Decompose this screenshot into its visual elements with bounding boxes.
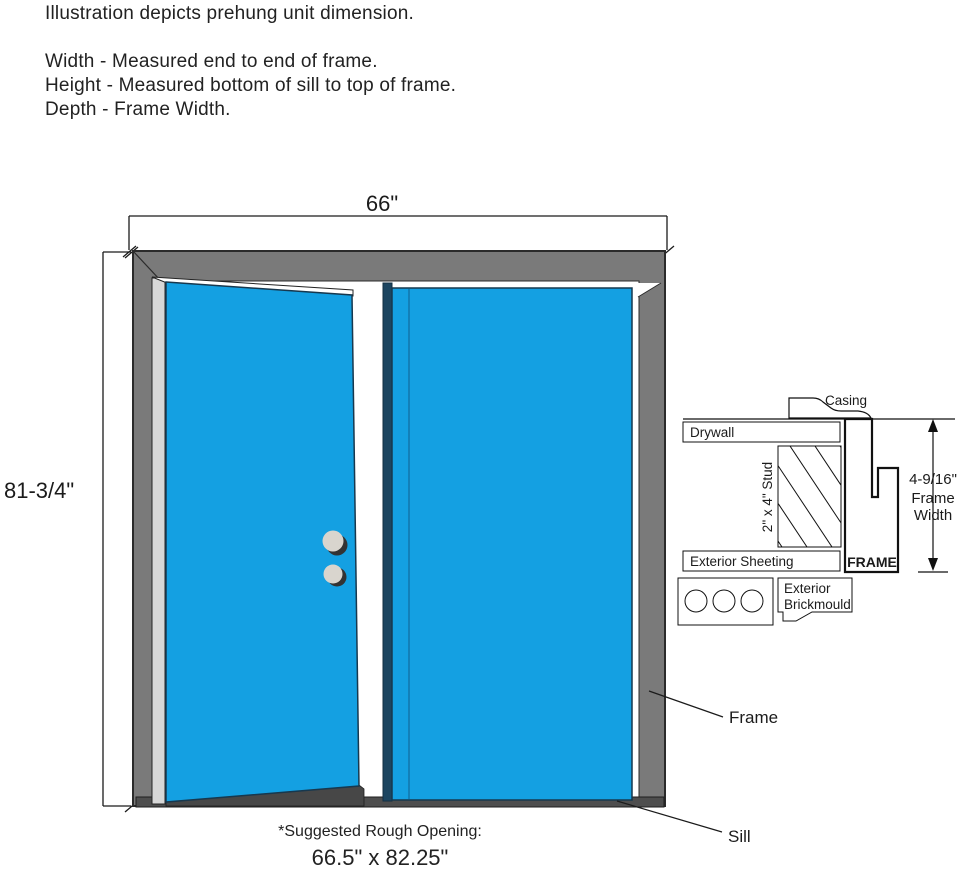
- stud-box: [777, 445, 842, 548]
- right-door-meeting-stile: [382, 282, 393, 802]
- frame-profile-label: FRAME: [847, 554, 897, 570]
- stud-hatch: [778, 446, 841, 547]
- brickmould-line2: Brickmould: [784, 597, 851, 612]
- casing-profile: [788, 397, 872, 419]
- brickmould-circle: [712, 589, 736, 613]
- height-definition-text: Height - Measured bottom of sill to top …: [45, 75, 457, 96]
- rough-opening-value: 66.5" x 82.25": [311, 845, 449, 870]
- frame-width-value: 4-9/16": [909, 471, 957, 488]
- illustration-title: Illustration depicts prehung unit dimens…: [45, 3, 414, 24]
- rough-opening-label: *Suggested Rough Opening:: [278, 823, 482, 840]
- sill-label: Sill: [728, 827, 751, 846]
- brickmould-circle: [740, 589, 764, 613]
- casing-label: Casing: [825, 393, 867, 408]
- exterior-sheeting-box: [682, 550, 841, 572]
- frame-corner-bevel: [132, 250, 162, 282]
- brickmould-callout: [777, 577, 853, 622]
- frame-jamb-profile: [843, 417, 900, 574]
- right-door-panel: [391, 287, 633, 801]
- brickmould-circle: [684, 589, 708, 613]
- frame-leader-line: [648, 690, 724, 718]
- frame-width-dimension: [918, 428, 948, 573]
- sill-leader-line: [616, 800, 723, 833]
- cross-section-detail: Casing Drywall 2" x 4" Stud Exterior She…: [677, 393, 957, 626]
- frame-width-line1: Frame: [911, 490, 954, 507]
- frame-head-joint-line: [637, 282, 662, 298]
- deadbolt-knob: [323, 564, 343, 584]
- width-dimension-value: 66": [366, 191, 398, 216]
- frame-width-line2: Width: [914, 507, 952, 524]
- height-dimension-value: 81-3/4": [4, 478, 74, 503]
- left-door-hinge-edge: [151, 277, 166, 805]
- arrow-down-icon: [928, 558, 938, 571]
- door-knob: [322, 530, 344, 552]
- drywall-box: [682, 421, 841, 443]
- stud-label: 2" x 4" Stud: [760, 462, 775, 532]
- depth-definition-text: Depth - Frame Width.: [45, 99, 231, 120]
- left-door-panel: [165, 281, 360, 803]
- width-definition-text: Width - Measured end to end of frame.: [45, 51, 378, 72]
- exterior-sheeting-label: Exterior Sheeting: [690, 554, 794, 569]
- brickmould-line1: Exterior: [784, 581, 831, 596]
- drywall-label: Drywall: [690, 425, 734, 440]
- frame-label: Frame: [729, 708, 778, 727]
- arrow-up-icon: [928, 419, 938, 432]
